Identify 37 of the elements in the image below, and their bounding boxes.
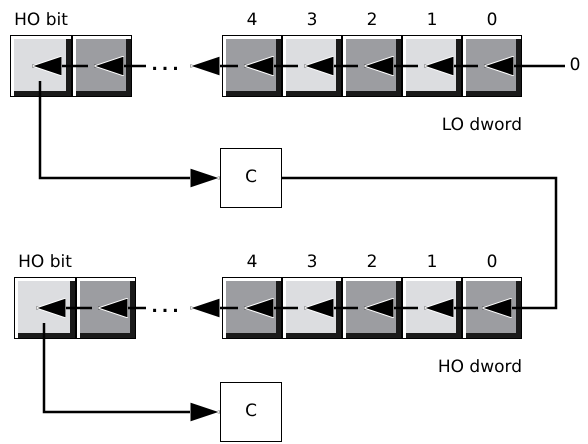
bit-label: 3 xyxy=(306,9,318,31)
carry-flag-box: C xyxy=(220,148,282,208)
bit-label: HO bit xyxy=(13,9,69,31)
arrow xyxy=(304,56,358,76)
bit-label: 4 xyxy=(246,251,258,273)
arrow xyxy=(190,298,238,318)
arrow xyxy=(244,56,298,76)
arrow xyxy=(304,298,358,318)
arrow xyxy=(94,56,146,76)
bit-label: 3 xyxy=(306,251,318,273)
bit-label: 0 xyxy=(486,9,498,31)
arrow xyxy=(38,81,220,188)
arrow xyxy=(36,298,92,318)
input-value: 0 xyxy=(570,54,580,78)
bit-label: 1 xyxy=(426,251,438,273)
ellipsis-text: ... xyxy=(151,296,183,320)
register-name: LO dword xyxy=(440,114,522,137)
arrow xyxy=(32,56,88,76)
arrow xyxy=(484,56,565,76)
arrow xyxy=(364,56,418,76)
bit-label: HO bit xyxy=(17,251,73,273)
arrow xyxy=(98,298,146,318)
arrow xyxy=(42,323,220,422)
bit-label: 2 xyxy=(366,251,378,273)
arrow xyxy=(282,176,558,318)
bit-label: 0 xyxy=(486,251,498,273)
bit-label: 4 xyxy=(246,9,258,31)
arrow xyxy=(244,298,298,318)
arrow xyxy=(190,56,238,76)
arrow xyxy=(364,298,418,318)
ellipsis-text: ... xyxy=(151,54,183,78)
arrow xyxy=(424,298,478,318)
bit-label: 1 xyxy=(426,9,438,31)
bit-label: 2 xyxy=(366,9,378,31)
carry-flag-box: C xyxy=(220,382,282,442)
arrow xyxy=(424,56,478,76)
register-name: HO dword xyxy=(436,356,522,379)
